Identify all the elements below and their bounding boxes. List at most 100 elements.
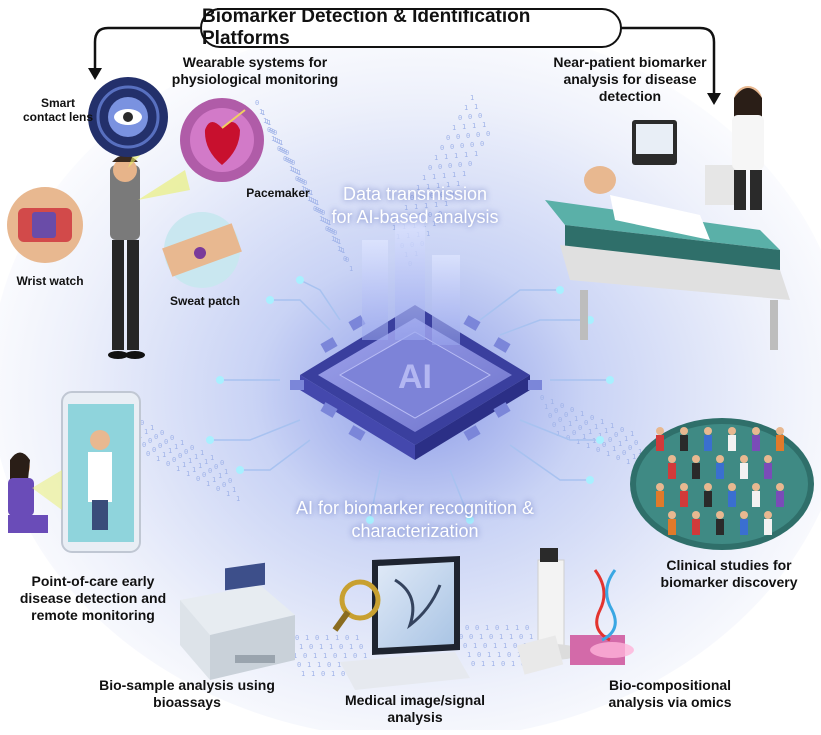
person-figure-head <box>728 427 736 435</box>
ai-recognition-line-1: AI for biomarker recognition & <box>295 498 535 518</box>
binary-digit: 0 <box>291 159 295 167</box>
data-transmission-label: Data transmission for AI-based analysis <box>305 183 525 228</box>
person-figure-body <box>668 519 676 535</box>
binary-digit: 0 <box>321 209 325 217</box>
binary-digit: 0 <box>410 194 414 202</box>
binary-digit: 1 <box>176 465 180 473</box>
binary-digit: 0 <box>295 634 299 642</box>
binary-digit: 1 <box>544 403 548 411</box>
binary-digit: 1 <box>452 171 456 179</box>
person-figure-head <box>752 427 760 435</box>
binary-digit: 1 <box>618 440 622 448</box>
binary-digit: 0 <box>152 446 156 454</box>
binary-digit: 1 <box>432 173 436 181</box>
binary-digit: 1 <box>630 430 634 438</box>
binary-digit: 1 <box>279 139 283 147</box>
binary-digit: 0 <box>466 132 470 140</box>
binary-digit: 1 <box>267 119 271 127</box>
binary-digit: 1 <box>568 420 572 428</box>
binary-digit: 1 <box>426 183 430 191</box>
binary-digit: 1 <box>464 151 468 159</box>
binary-digit: 0 <box>578 424 582 432</box>
binary-digit: 0 <box>309 643 313 651</box>
person-figure-head <box>716 455 724 463</box>
binary-digit: 0 <box>277 145 281 153</box>
contact-lens-label: Smart contact lens <box>18 96 98 125</box>
binary-digit: 0 <box>558 416 562 424</box>
binary-digit: 1 <box>404 204 408 212</box>
binary-digit: 1 <box>333 236 337 244</box>
bioassay-analyzer-illustration <box>180 562 295 680</box>
person-figure-body <box>776 491 784 507</box>
binary-digit: 0 <box>327 226 331 234</box>
binary-digit: 1 <box>562 425 566 433</box>
binary-digit: 0 <box>552 421 556 429</box>
bio-compositional-line-2: analysis via omics <box>608 693 732 710</box>
binary-digit: 1 <box>313 198 317 206</box>
binary-digit: 0 <box>458 114 462 122</box>
binary-digit: 1 <box>638 448 642 456</box>
binary-digit: 0 <box>321 670 325 678</box>
person-figure-body <box>764 519 772 535</box>
binary-digit: 1 <box>186 470 190 478</box>
binary-digit: 0 <box>456 133 460 141</box>
binary-digit: 0 <box>190 444 194 452</box>
binary-digit: 0 <box>313 205 317 213</box>
person-figure-head <box>656 427 664 435</box>
chip-label: AI <box>398 358 432 396</box>
binary-digit: 1 <box>349 643 353 651</box>
binary-digit: 0 <box>170 434 174 442</box>
binary-digit: 0 <box>359 643 363 651</box>
person-figure-body <box>716 463 724 479</box>
binary-digit: 1 <box>612 445 616 453</box>
pacemaker-label: Pacemaker <box>246 186 310 200</box>
point-of-care-line-1: Point-of-care early <box>31 573 155 589</box>
binary-digit: 0 <box>303 179 307 187</box>
ai-recognition-label: AI for biomarker recognition & character… <box>265 497 565 542</box>
binary-digit: 1 <box>204 458 208 466</box>
binary-digit: 1 <box>297 169 301 177</box>
binary-digit: 1 <box>509 633 513 641</box>
binary-digit: 0 <box>438 163 442 171</box>
omics-microscope-illustration <box>516 548 634 675</box>
person-figure-body <box>704 491 712 507</box>
medical-image-line-2: analysis <box>387 708 443 725</box>
binary-digit: 1 <box>313 652 317 660</box>
binary-digit: 0 <box>281 147 285 155</box>
binary-digit: 1 <box>194 453 198 461</box>
binary-digit: 0 <box>622 449 626 457</box>
binary-digit: 1 <box>263 117 267 125</box>
binary-digit: 1 <box>315 199 319 207</box>
binary-digit: 1 <box>422 174 426 182</box>
binary-digit: 1 <box>606 450 610 458</box>
binary-digit: 1 <box>600 418 604 426</box>
binary-digit: 1 <box>265 118 269 126</box>
binary-digit: 1 <box>339 246 343 254</box>
medical-image-label: Medical image/signal analysis <box>330 692 500 726</box>
binary-digit: 1 <box>604 427 608 435</box>
binary-digit: 1 <box>446 181 450 189</box>
binary-digit: 1 <box>576 438 580 446</box>
binary-digit: 0 <box>428 164 432 172</box>
binary-digit: 1 <box>305 634 309 642</box>
binary-digit: 1 <box>343 652 347 660</box>
binary-digit: 1 <box>444 200 448 208</box>
person-figure-body <box>680 491 688 507</box>
contact-lens-illustration <box>88 77 168 157</box>
binary-digit: 1 <box>162 451 166 459</box>
binary-digit: 1 <box>293 167 297 175</box>
binary-digit: 1 <box>301 670 305 678</box>
binary-digit: 0 <box>301 178 305 186</box>
person-figure-head <box>764 455 772 463</box>
arrow-right <box>618 26 716 95</box>
binary-digit: 0 <box>164 438 168 446</box>
binary-digit: 1 <box>432 220 436 228</box>
binary-digit: 1 <box>456 180 460 188</box>
person-figure-head <box>728 483 736 491</box>
person-figure-head <box>764 511 772 519</box>
binary-digit: 1 <box>277 138 281 146</box>
binary-digit: 0 <box>283 155 287 163</box>
binary-digit: 1 <box>474 150 478 158</box>
person-figure-body <box>776 435 784 451</box>
